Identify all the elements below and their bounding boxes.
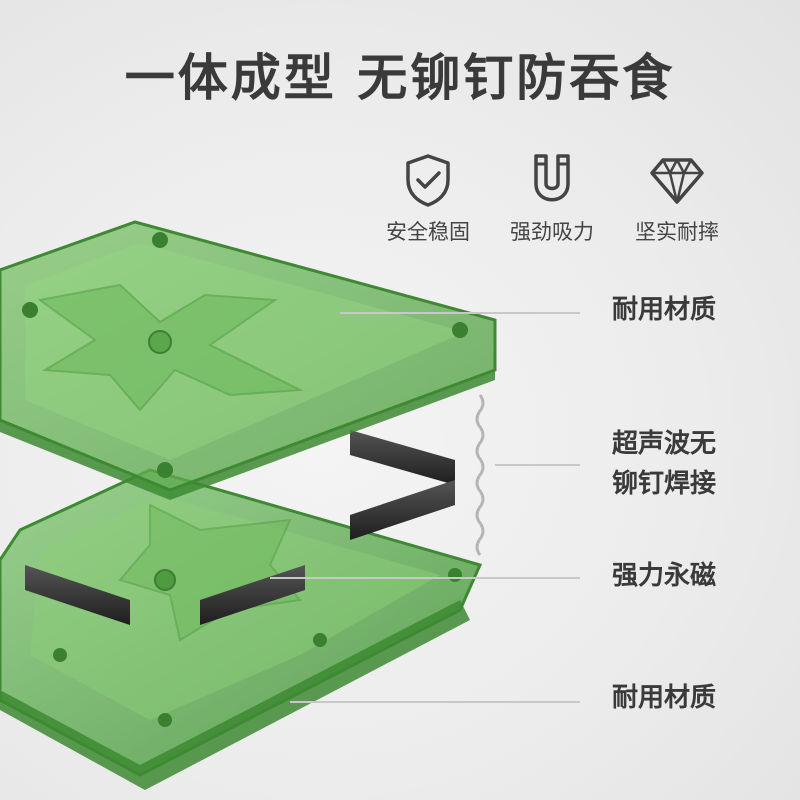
feature-drop-resistant: 坚实耐摔 — [612, 150, 742, 246]
magnet-bars — [25, 430, 455, 625]
shield-check-icon — [406, 154, 450, 207]
feature-label: 坚实耐摔 — [635, 220, 719, 244]
feature-label: 安全稳固 — [386, 220, 470, 244]
diamond-icon — [650, 158, 704, 204]
callout-permanent-magnet: 强力永磁 — [612, 561, 717, 591]
callout-ultrasonic-weld: 超声波无 铆钉焊接 — [612, 424, 716, 504]
callout-top-material: 耐用材质 — [612, 295, 717, 325]
weld-wave — [475, 394, 485, 556]
page-title: 一体成型 无铆钉防吞食 — [124, 49, 676, 107]
callout-bottom-material: 耐用材质 — [612, 683, 717, 713]
feature-label: 强劲吸力 — [510, 220, 594, 244]
top-tray — [0, 220, 497, 500]
callout-weld-line1: 超声波无 — [612, 429, 717, 459]
callout-weld-line2: 铆钉焊接 — [612, 469, 717, 499]
feature-strong-suction: 强劲吸力 — [487, 150, 617, 246]
feature-safe-stable: 安全稳固 — [363, 150, 493, 246]
callout-lines — [270, 312, 580, 703]
magnet-icon — [534, 154, 570, 202]
